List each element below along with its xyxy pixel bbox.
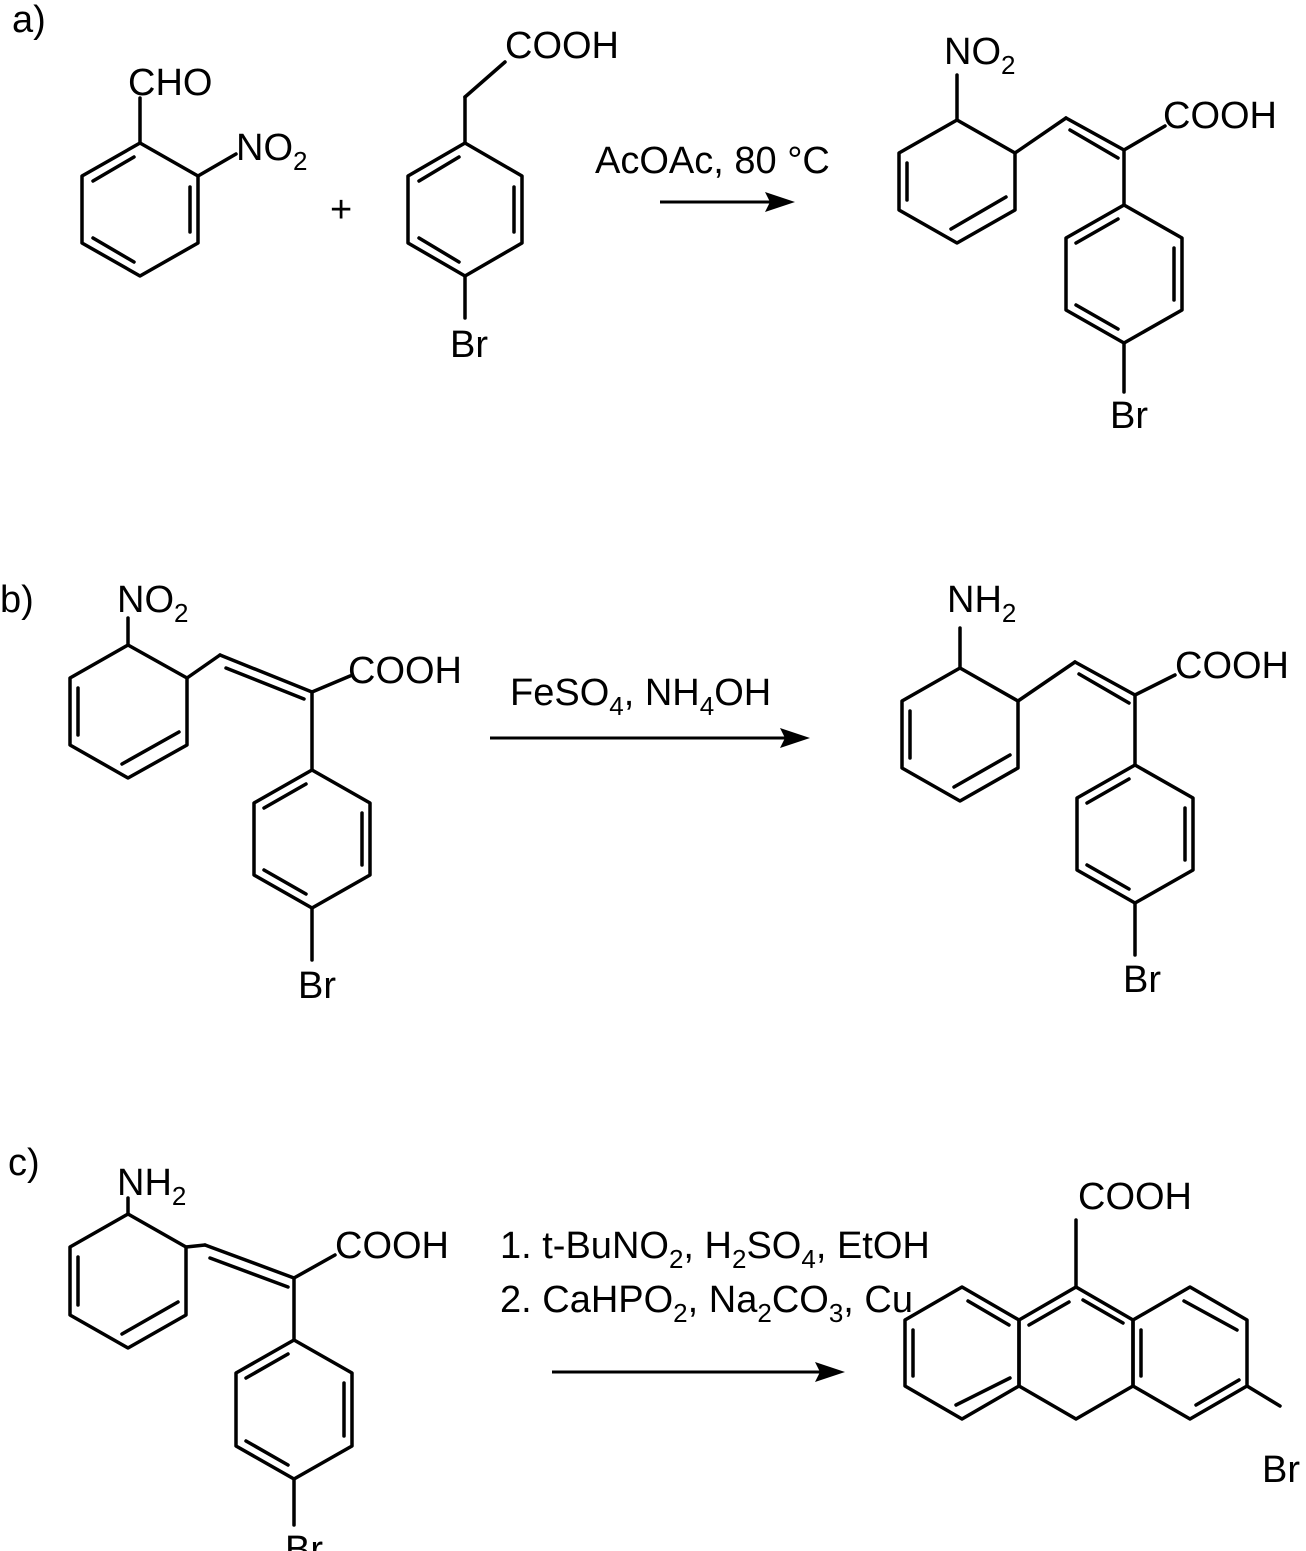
part-c-label: c) xyxy=(8,1142,40,1184)
amino-group: NH2 xyxy=(947,579,1016,628)
nitrobenzaldehyde-molecule: CHO NO2 xyxy=(82,62,307,276)
cooh-group: COOH xyxy=(505,25,619,67)
part-b-label: b) xyxy=(0,579,34,621)
bromophenanthrene-carboxylic-acid-product: COOH Br xyxy=(905,1176,1300,1491)
benzene-ring xyxy=(408,143,522,276)
benzene-ring xyxy=(82,143,198,276)
aminophenyl-ring xyxy=(70,1214,186,1348)
bromine-atom: Br xyxy=(1110,395,1148,437)
nitro-group: NO2 xyxy=(944,31,1015,80)
right-ring xyxy=(1133,1287,1247,1419)
bromophenyl-ring xyxy=(236,1340,352,1479)
amino-stilbene-acid-product-b: NH2 COOH Br xyxy=(902,579,1289,1001)
reagent-c-step2: 2. CaHPO2, Na2CO3, Cu xyxy=(500,1279,913,1328)
bromophenyl-ring xyxy=(1077,765,1193,903)
cho-group: CHO xyxy=(128,62,212,104)
amino-stilbene-acid-reactant-c: NH2 COOH Br xyxy=(70,1162,449,1551)
bromophenylacetic-acid-molecule: COOH Br xyxy=(408,25,619,366)
central-ring xyxy=(1019,1287,1133,1419)
cooh-group: COOH xyxy=(335,1225,449,1267)
cooh-group: COOH xyxy=(1163,95,1277,137)
reaction-arrow-a xyxy=(660,192,795,212)
reaction-arrow-b xyxy=(490,728,810,748)
reaction-arrow-c xyxy=(552,1362,845,1382)
bromine-atom: Br xyxy=(285,1529,323,1551)
reagent-c-step1: 1. t-BuNO2, H2SO4, EtOH xyxy=(500,1225,930,1274)
nitro-stilbene-acid-reactant-b: NO2 COOH Br xyxy=(70,579,462,1007)
nitro-stilbene-acid-product-a: NO2 COOH Br xyxy=(899,31,1277,437)
bromophenyl-ring xyxy=(254,770,370,908)
cooh-group: COOH xyxy=(348,650,462,692)
bromine-atom: Br xyxy=(1262,1449,1300,1491)
nitro-group: NO2 xyxy=(236,127,307,176)
cooh-group: COOH xyxy=(1078,1176,1192,1218)
amino-group: NH2 xyxy=(117,1162,186,1211)
cooh-group: COOH xyxy=(1175,645,1289,687)
aminophenyl-ring xyxy=(902,668,1018,801)
bromine-atom: Br xyxy=(1123,959,1161,1001)
plus-sign: + xyxy=(330,189,352,231)
left-ring xyxy=(905,1287,1019,1419)
nitrophenyl-ring xyxy=(70,645,187,778)
bromophenyl-ring xyxy=(1066,205,1182,343)
part-a-label: a) xyxy=(12,0,46,41)
bromine-atom: Br xyxy=(450,324,488,366)
nitro-group: NO2 xyxy=(117,579,188,628)
reagent-b: FeSO4, NH4OH xyxy=(510,672,771,721)
reagent-a: AcOAc, 80 °C xyxy=(595,140,830,182)
bromine-atom: Br xyxy=(298,965,336,1007)
